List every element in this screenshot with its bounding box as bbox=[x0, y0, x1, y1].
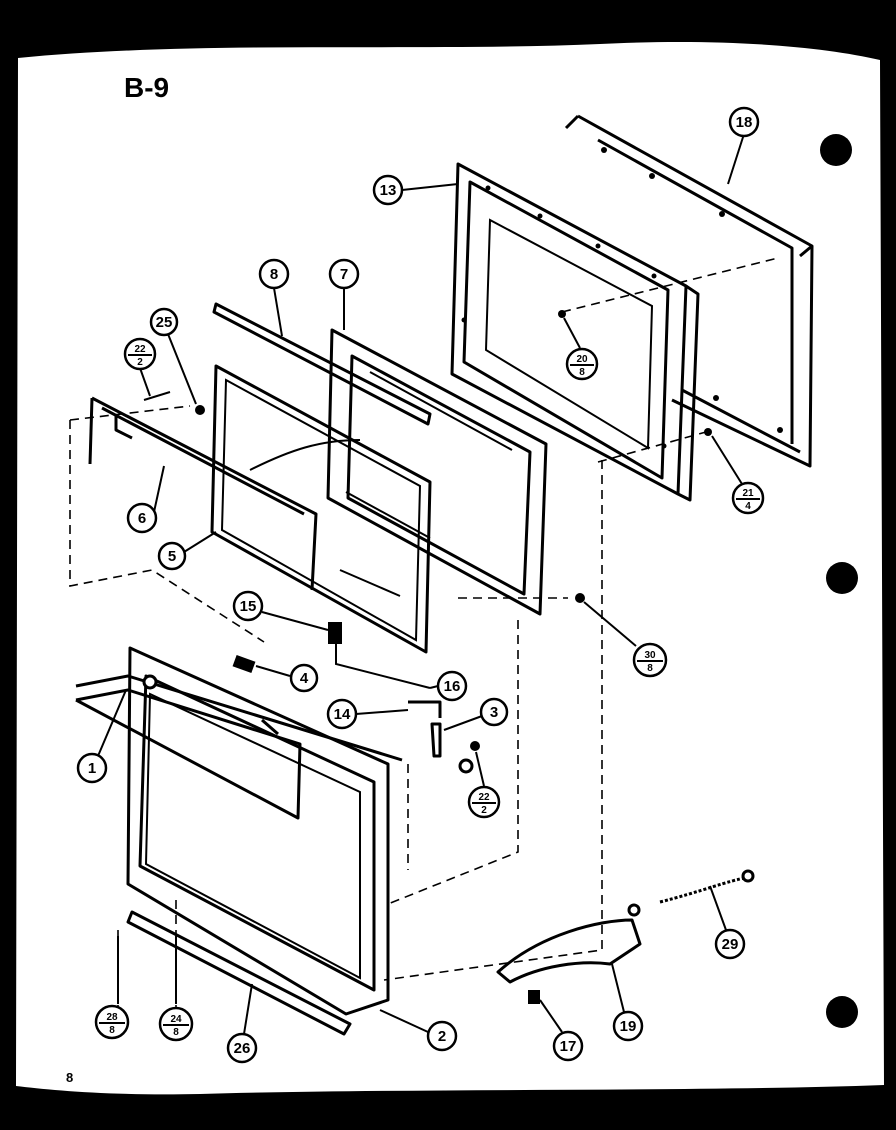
svg-text:28: 28 bbox=[106, 1012, 118, 1023]
part-3-hinge-pin bbox=[430, 722, 442, 758]
callout-1: 1 bbox=[76, 689, 127, 784]
screw-21 bbox=[704, 428, 712, 436]
svg-text:16: 16 bbox=[444, 678, 461, 695]
hidden-line bbox=[561, 257, 779, 313]
callout-21-4: 21 4 bbox=[711, 435, 765, 515]
callout-17: 17 bbox=[539, 999, 584, 1062]
diagram-title: B-9 bbox=[124, 72, 169, 103]
svg-text:21: 21 bbox=[742, 488, 754, 499]
page-number: 8 bbox=[66, 1070, 73, 1085]
svg-text:8: 8 bbox=[647, 663, 653, 674]
svg-text:2: 2 bbox=[481, 805, 487, 816]
callout-2: 2 bbox=[379, 1009, 458, 1052]
hidden-line bbox=[387, 620, 519, 905]
screw-20 bbox=[558, 310, 566, 318]
svg-text:2: 2 bbox=[137, 357, 143, 368]
callout-19: 19 bbox=[611, 963, 644, 1042]
hidden-line bbox=[69, 420, 265, 643]
callout-8: 8 bbox=[258, 258, 290, 337]
callout-18: 18 bbox=[727, 106, 760, 185]
svg-text:2: 2 bbox=[438, 1028, 446, 1045]
part-13-door-panel bbox=[450, 162, 700, 502]
svg-text:13: 13 bbox=[380, 182, 397, 199]
callout-14: 14 bbox=[326, 698, 409, 730]
svg-text:8: 8 bbox=[173, 1027, 179, 1038]
callout-25: 25 bbox=[149, 307, 197, 405]
part-18-rear-frame bbox=[564, 114, 814, 468]
svg-text:6: 6 bbox=[138, 510, 146, 527]
callout-20-8: 20 8 bbox=[563, 317, 599, 381]
callout-16: 16 bbox=[429, 670, 468, 702]
svg-text:20: 20 bbox=[576, 354, 588, 365]
part-29-spring bbox=[659, 869, 755, 904]
svg-text:4: 4 bbox=[745, 501, 751, 512]
svg-text:3: 3 bbox=[490, 704, 498, 721]
svg-text:7: 7 bbox=[340, 266, 348, 283]
part-4-spring bbox=[232, 654, 256, 674]
svg-text:15: 15 bbox=[240, 598, 257, 615]
hidden-line bbox=[383, 460, 603, 981]
part-15-hinge bbox=[328, 622, 431, 689]
callout-13: 13 bbox=[372, 174, 459, 206]
callout-4: 4 bbox=[255, 663, 319, 693]
part-26-bottom-trim bbox=[126, 910, 352, 1036]
callout-6: 6 bbox=[126, 465, 165, 534]
svg-text:19: 19 bbox=[620, 1018, 637, 1035]
svg-text:8: 8 bbox=[579, 367, 585, 378]
svg-text:18: 18 bbox=[736, 114, 753, 131]
screw-30 bbox=[575, 593, 585, 603]
svg-text:29: 29 bbox=[722, 936, 739, 953]
svg-text:17: 17 bbox=[560, 1038, 577, 1055]
callout-5: 5 bbox=[157, 531, 217, 571]
screw-25 bbox=[195, 405, 205, 415]
outer-door-assembly bbox=[75, 646, 474, 1016]
callout-30-8: 30 8 bbox=[583, 601, 668, 678]
svg-text:8: 8 bbox=[109, 1025, 115, 1036]
hidden-line bbox=[597, 431, 707, 463]
callout-24-8: 24 8 bbox=[158, 936, 194, 1042]
svg-text:22: 22 bbox=[134, 344, 146, 355]
svg-text:24: 24 bbox=[170, 1014, 182, 1025]
callout-7: 7 bbox=[328, 258, 360, 330]
callout-22-2-lower: 22 2 bbox=[467, 751, 501, 819]
svg-text:5: 5 bbox=[168, 548, 176, 565]
callout-15: 15 bbox=[232, 590, 329, 631]
svg-text:4: 4 bbox=[300, 670, 309, 687]
svg-text:22: 22 bbox=[478, 792, 490, 803]
svg-text:25: 25 bbox=[156, 314, 173, 331]
svg-text:30: 30 bbox=[644, 650, 656, 661]
part-8-trim-strip bbox=[212, 302, 432, 426]
svg-text:26: 26 bbox=[234, 1040, 251, 1057]
callout-29: 29 bbox=[709, 885, 746, 960]
callout-26: 26 bbox=[226, 983, 258, 1064]
svg-text:1: 1 bbox=[88, 760, 96, 777]
part-5-glass-panel bbox=[210, 364, 432, 654]
hidden-line bbox=[69, 405, 191, 421]
callout-3: 3 bbox=[443, 697, 509, 731]
callout-28-8: 28 8 bbox=[94, 936, 130, 1040]
screw-22-lower bbox=[470, 741, 480, 751]
part-14-hinge-bracket bbox=[408, 700, 442, 718]
svg-text:14: 14 bbox=[334, 706, 351, 723]
part-17-clip bbox=[528, 990, 540, 1004]
svg-text:8: 8 bbox=[270, 266, 278, 283]
screw-22 bbox=[143, 391, 171, 401]
part-19-hinge-arm bbox=[496, 903, 642, 984]
callout-22-2-upper: 22 2 bbox=[123, 337, 157, 397]
part-6-liner-bracket bbox=[88, 396, 318, 591]
